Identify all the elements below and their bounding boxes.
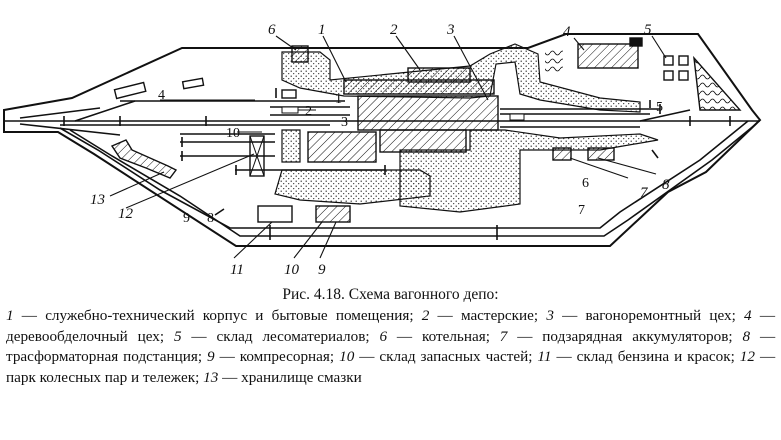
legend-item-text: хранилище смазки (241, 368, 362, 386)
legend-item-number: 4 (744, 307, 752, 324)
label-building-13: 13 (90, 192, 105, 208)
label-track-7: 7 (578, 203, 585, 218)
building-labels: 1 2 3 4 5 6 7 8 9 10 11 12 13 (90, 22, 670, 278)
legend-item-text: деревообделочный цех; (6, 327, 165, 345)
legend-dash: — (562, 307, 578, 324)
site-boundary (3, 33, 762, 247)
legend-item-number: 7 (499, 327, 508, 345)
legend-item-number: 5 (173, 327, 182, 345)
label-track-2: 2 (305, 104, 312, 119)
lumber-yard-wavy (693, 55, 742, 111)
label-building-9: 9 (318, 262, 326, 278)
legend-dash: — (759, 327, 776, 345)
misc-box-4 (113, 81, 147, 100)
legend-item-text: вагоноремонтный цех; (585, 307, 736, 324)
building-4-sheds (545, 50, 563, 72)
label-building-6: 6 (268, 22, 276, 38)
building-2-workshops (407, 67, 471, 83)
legend-item-text: подзарядная аккумуляторов; (542, 327, 733, 345)
label-track-5: 5 (656, 100, 663, 115)
building-5-c (663, 70, 674, 81)
legend-item-number: 1 (6, 307, 14, 324)
label-building-12: 12 (118, 206, 134, 222)
legend-item-number: 3 (546, 307, 554, 324)
building-11-paint (257, 205, 293, 223)
legend-item-number: 9 (207, 348, 215, 365)
building-3-repair-shop (357, 95, 499, 131)
legend-item-text: склад запасных частей; (379, 348, 533, 365)
building-5-d (678, 70, 689, 81)
figure-legend: 1 — служебно-технический корпус и бытовы… (6, 306, 775, 388)
building-10-parts (281, 89, 297, 99)
legend-dash: — (517, 327, 533, 345)
building-5-b (678, 55, 689, 66)
legend-dash: — (219, 348, 235, 365)
track-labels: 1 2 3 4 5 6 7 8 9 10 (158, 88, 663, 226)
label-building-4: 4 (563, 24, 571, 40)
label-building-7: 7 (640, 185, 649, 201)
legend-dash: — (222, 368, 238, 386)
building-1-lower (307, 131, 377, 163)
legend-item-text: трасформаторная подстанция; (6, 348, 203, 365)
label-building-1: 1 (318, 22, 326, 38)
label-track-10: 10 (226, 126, 240, 141)
label-building-5: 5 (644, 22, 652, 38)
building-5-a (663, 55, 674, 66)
legend-item-number: 13 (203, 368, 219, 386)
legend-item-text: служебно-технический корпус и бытовые по… (45, 307, 414, 324)
depot-scheme-diagram: 1 2 3 4 5 6 7 8 9 10 11 12 13 1 2 3 4 5 … (3, 22, 762, 278)
label-building-2: 2 (390, 22, 398, 38)
building-13-lubricant (110, 139, 178, 179)
legend-item-number: 6 (379, 327, 388, 345)
legend-dash: — (556, 348, 572, 365)
legend-item-text: склад бензина и красок; (576, 348, 735, 365)
crossing-markers (281, 106, 525, 121)
legend-dash: — (21, 307, 37, 324)
leader-lines (109, 35, 667, 259)
legend-item-number: 12 (739, 348, 755, 365)
legend-item-text: парк колесных пар и тележек; (6, 368, 200, 386)
building-8-substation (587, 147, 615, 161)
legend-item-text: котельная; (421, 327, 490, 345)
legend-dash: — (437, 307, 453, 324)
label-building-11: 11 (230, 262, 244, 278)
legend-item-text: склад лесоматериалов; (216, 327, 370, 345)
building-7-battery (552, 147, 572, 161)
building-9-compressor (315, 205, 351, 223)
misc-box-3 (181, 77, 205, 90)
legend-dash: — (191, 327, 207, 345)
label-track-9: 9 (183, 211, 190, 226)
legend-item-text: компресорная; (239, 348, 335, 365)
building-4-small (629, 37, 643, 47)
label-track-8: 8 (207, 211, 214, 226)
label-track-1: 1 (335, 92, 342, 107)
legend-dash: — (759, 307, 776, 324)
label-building-3: 3 (446, 22, 455, 38)
building-4-woodwork (577, 43, 639, 69)
legend-dash: — (396, 327, 413, 345)
label-track-6: 6 (582, 176, 589, 191)
figure-caption: Рис. 4.18. Схема вагонного депо: 1 — слу… (0, 286, 781, 388)
legend-item-number: 2 (421, 307, 430, 324)
label-track-3: 3 (341, 115, 348, 130)
label-building-10: 10 (284, 262, 300, 278)
legend-dash: — (759, 348, 776, 365)
legend-item-number: 10 (339, 348, 355, 365)
legend-item-text: мастерские; (460, 307, 539, 324)
buildings (110, 37, 742, 223)
caption-title: Рис. 4.18. Схема вагонного депо: (282, 286, 499, 303)
building-3-annex (379, 129, 467, 153)
legend-dash: — (359, 348, 375, 365)
label-building-8: 8 (662, 177, 670, 193)
legend-item-number: 8 (742, 327, 751, 345)
label-track-4: 4 (158, 88, 165, 103)
legend-item-number: 11 (537, 348, 552, 365)
